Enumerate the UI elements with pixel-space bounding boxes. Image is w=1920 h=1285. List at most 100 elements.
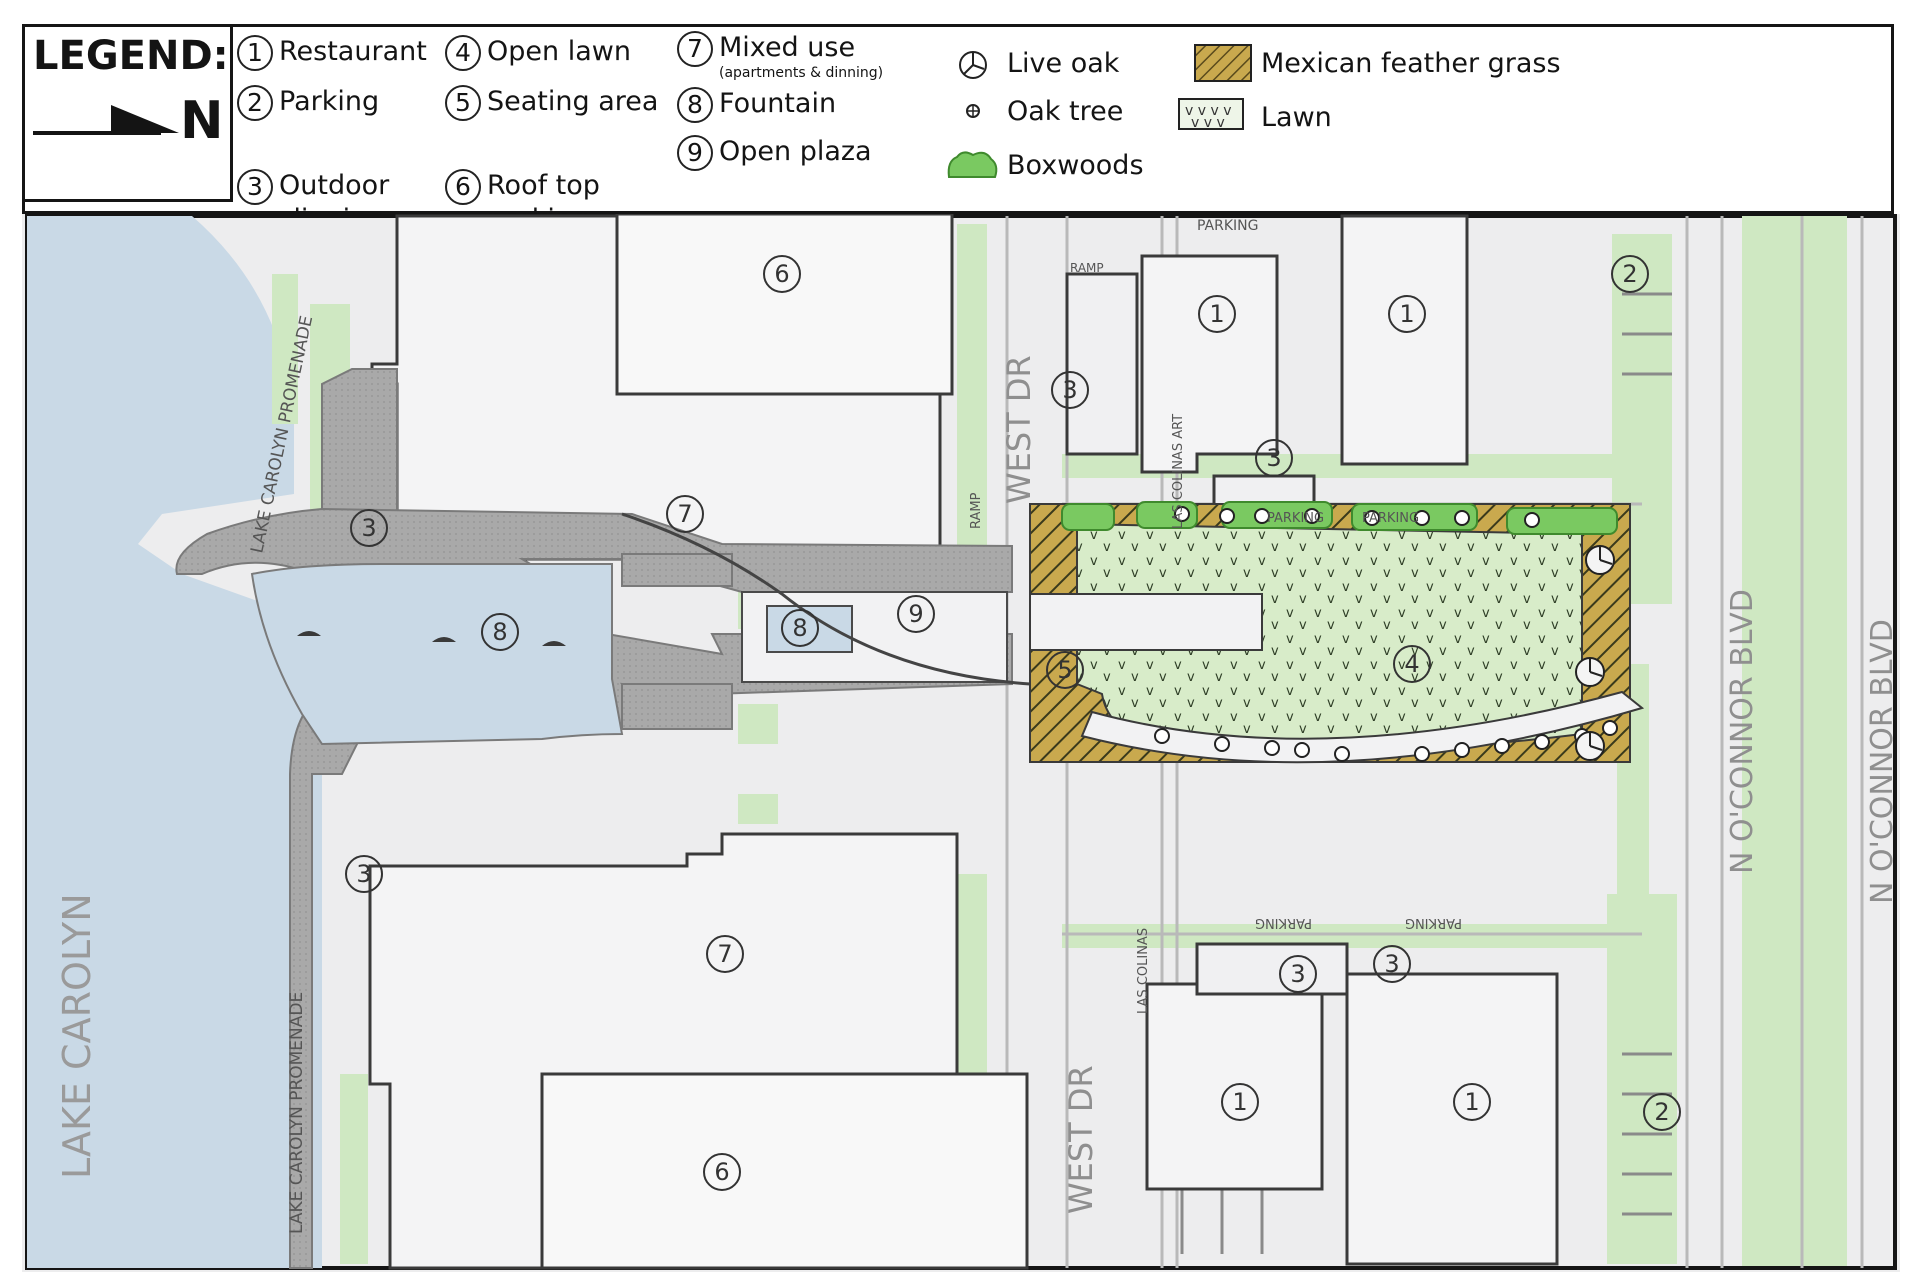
legend-label: Restaurant — [279, 36, 427, 67]
lake-water — [27, 216, 322, 1268]
map-marker-number: 4 — [1404, 650, 1419, 678]
label-ramp-north: RAMP — [1070, 261, 1104, 275]
boxwood-icon — [947, 151, 998, 178]
map-marker-number: 6 — [774, 260, 789, 288]
map-marker-number: 5 — [1057, 656, 1072, 684]
fountain-basin — [250, 563, 624, 746]
roof-top-parking-north — [615, 212, 954, 396]
legend-sublabel: (apartments & dinning) — [719, 65, 884, 81]
map-marker-number: 6 — [714, 1158, 729, 1186]
restaurant-building-1b — [1340, 214, 1469, 466]
legend-label: Open plaza — [719, 136, 872, 167]
legend-label-live-oak: Live oak — [1007, 48, 1120, 79]
legend-label: Mixed use — [719, 32, 856, 63]
label-las-colinas-art: LAS COLINAS ART — [1171, 414, 1186, 529]
numbered-markers: 1 1 1 1 2 2 3 3 3 3 3 3 4 5 6 6 7 7 8 8 9 — [345, 255, 1681, 1191]
map-marker-number: 9 — [908, 600, 923, 628]
svg-text:v v v v: v v v v — [1185, 103, 1232, 119]
water-channel-line — [621, 512, 1031, 686]
site-plan-map: v v — [22, 212, 1900, 1276]
map-marker-number: 3 — [1062, 376, 1077, 404]
map-marker-3: 3 — [350, 509, 388, 547]
map-marker-5: 5 — [1046, 651, 1084, 689]
label-west-dr-south: WEST DR — [1062, 1065, 1100, 1214]
map-marker-3: 3 — [1255, 439, 1293, 477]
outdoor-dinning-3-s — [1195, 942, 1349, 996]
map-marker-number: 8 — [792, 614, 807, 642]
map-marker-number: 8 — [492, 618, 507, 646]
map-marker-number: 1 — [1464, 1088, 1479, 1116]
map-marker-6: 6 — [703, 1153, 741, 1191]
label-n-oconnor-west: N O'CONNOR BLVD — [1725, 589, 1760, 874]
map-marker-3: 3 — [1051, 371, 1089, 409]
lawn-icon: v v v v v v v — [1178, 98, 1244, 131]
restaurant-building-1a — [1140, 254, 1279, 474]
map-marker-4: 4 — [1393, 645, 1431, 683]
label-parking-south-2: PARKING — [1405, 915, 1462, 930]
map-marker-number: 1 — [1399, 300, 1414, 328]
label-ramp-west: RAMP — [969, 492, 984, 529]
restaurant-building-1d — [1345, 972, 1559, 1266]
map-marker-3: 3 — [1279, 955, 1317, 993]
map-marker-number: 3 — [361, 514, 376, 542]
legend-label-lawn: Lawn — [1261, 102, 1332, 133]
legend-number: 3 — [237, 169, 273, 205]
legend-label-oak-tree: Oak tree — [1007, 96, 1124, 127]
feather-grass-icon — [1194, 44, 1252, 82]
legend-label-mexican-feather-grass: Mexican feather grass — [1261, 48, 1561, 79]
legend-label: Seating area — [487, 86, 659, 117]
label-parking-north: PARKING — [1267, 511, 1324, 526]
legend-label: Open lawn — [487, 36, 631, 67]
map-marker-3: 3 — [1373, 945, 1411, 983]
map-marker-number: 7 — [677, 500, 692, 528]
label-parking-top: PARKING — [1197, 218, 1258, 234]
map-marker-7: 7 — [666, 495, 704, 533]
map-marker-1: 1 — [1453, 1083, 1491, 1121]
map-marker-3: 3 — [345, 855, 383, 893]
legend-number: 6 — [445, 169, 481, 205]
map-marker-8: 8 — [781, 609, 819, 647]
legend-title-box: LEGEND: N — [25, 27, 233, 202]
label-west-dr-north: WEST DR — [1000, 355, 1038, 504]
legend-number: 9 — [677, 135, 713, 171]
label-las-colinas: LAS COLINAS — [1136, 928, 1151, 1014]
fountain-jets — [297, 631, 566, 646]
label-n-oconnor-east: N O'CONNOR BLVD — [1865, 619, 1900, 904]
legend-label: Fountain — [719, 88, 837, 119]
legend-label-boxwoods: Boxwoods — [1007, 150, 1144, 181]
north-letter: N — [180, 91, 224, 151]
roof-top-parking-south — [540, 1072, 1029, 1270]
map-marker-6: 6 — [763, 255, 801, 293]
label-promenade-south: LAKE CAROLYN PROMENADE — [287, 992, 307, 1234]
live-oaks — [1575, 545, 1615, 761]
seating-area-5 — [1029, 593, 1263, 651]
map-marker-number: 2 — [1654, 1098, 1669, 1126]
map-marker-number: 3 — [356, 860, 371, 888]
legend-number: 8 — [677, 87, 713, 123]
legend-label: Parking — [279, 86, 380, 117]
map-marker-1: 1 — [1388, 295, 1426, 333]
map-marker-1: 1 — [1198, 295, 1236, 333]
map-marker-number: 3 — [1384, 950, 1399, 978]
legend-number: 2 — [237, 85, 273, 121]
map-marker-8: 8 — [481, 613, 519, 651]
map-marker-number: 3 — [1266, 444, 1281, 472]
legend-number: 1 — [237, 35, 273, 71]
legend-number: 5 — [445, 85, 481, 121]
map-marker-1: 1 — [1221, 1083, 1259, 1121]
legend-title: LEGEND: — [33, 33, 229, 79]
map-marker-9: 9 — [897, 595, 935, 633]
map-marker-number: 3 — [1290, 960, 1305, 988]
map-marker-2: 2 — [1643, 1093, 1681, 1131]
buildings — [368, 212, 1559, 1270]
legend-number: 7 — [677, 31, 713, 67]
map-marker-number: 2 — [1622, 260, 1637, 288]
map-marker-7: 7 — [706, 935, 744, 973]
label-parking-south: PARKING — [1255, 915, 1312, 930]
